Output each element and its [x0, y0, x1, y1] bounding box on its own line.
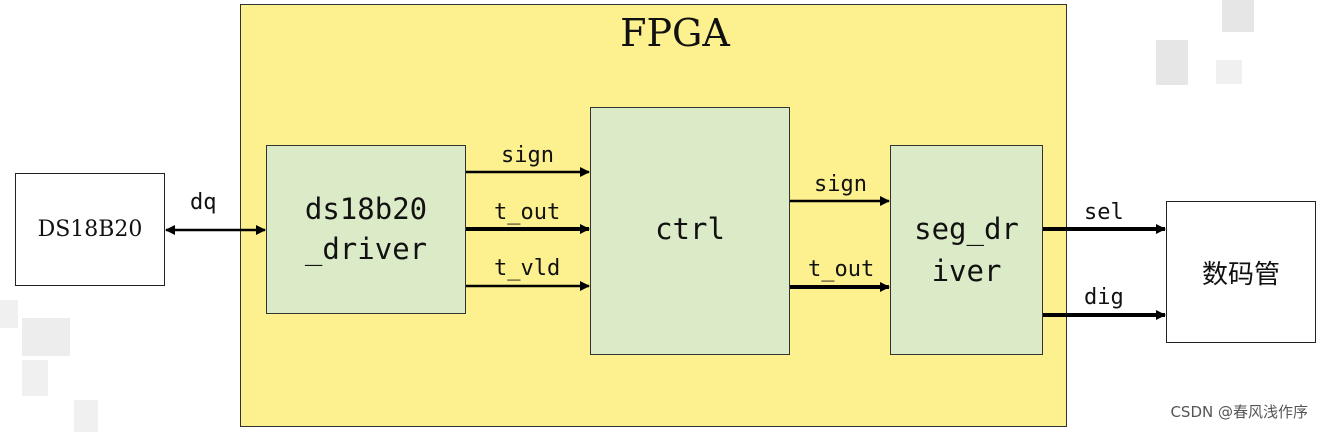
ctrl-label: ctrl: [655, 211, 725, 246]
background-decor: [1156, 40, 1188, 85]
seg-driver-label-line2: iver: [931, 254, 1002, 288]
signal-label-sign-b: sign: [814, 172, 867, 197]
background-decor: [22, 318, 70, 356]
ds18b20-sensor-block: DS18B20: [15, 173, 165, 286]
background-decor: [1222, 0, 1254, 32]
signal-label-dq: dq: [190, 190, 217, 215]
signal-label-sign-a: sign: [501, 143, 554, 168]
ctrl-module: ctrl: [590, 107, 790, 355]
seg-driver-label-line1: seg_dr: [914, 212, 1019, 246]
background-decor: [22, 360, 48, 396]
ds18b20-label: DS18B20: [37, 217, 143, 242]
display-label: 数码管: [1201, 259, 1280, 290]
ds18b20-driver-label-line1: ds18b20: [304, 192, 428, 226]
watermark: CSDN @春风浅作序: [1170, 403, 1308, 421]
signal-label-t-out-a: t_out: [494, 200, 561, 225]
ds18b20-driver-label-line2: _driver: [304, 232, 428, 266]
seg-driver-module: seg_dr iver: [890, 145, 1043, 355]
fpga-title: FPGA: [620, 11, 730, 55]
background-decor: [1216, 60, 1242, 84]
background-decor: [0, 300, 18, 328]
ds18b20-driver-module: ds18b20 _driver: [266, 145, 466, 314]
signal-label-t-vld: t_vld: [494, 256, 561, 281]
signal-label-sel: sel: [1084, 200, 1124, 225]
seven-segment-display-block: 数码管: [1166, 201, 1316, 343]
signal-label-t-out-b: t_out: [808, 257, 875, 282]
signal-label-dig: dig: [1084, 285, 1124, 310]
background-decor: [74, 400, 98, 432]
